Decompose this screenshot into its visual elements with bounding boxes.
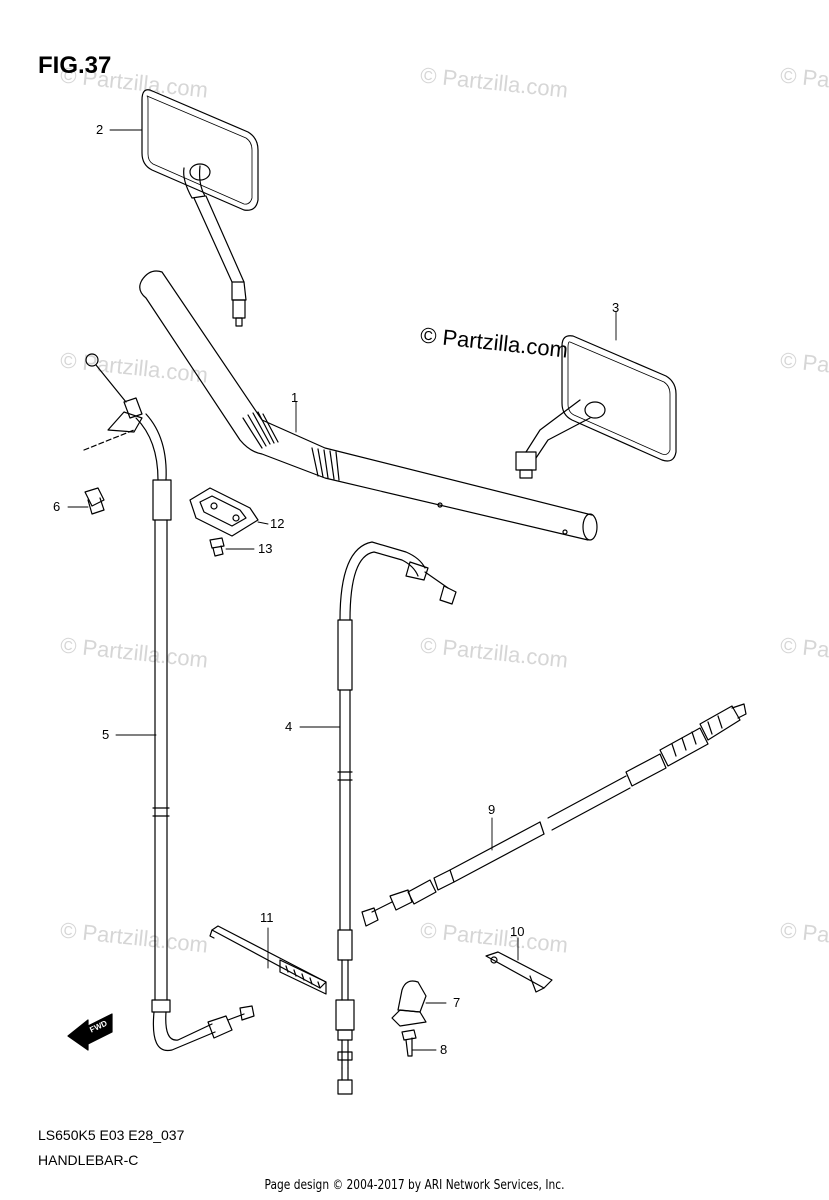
callout-1: 1 [291, 390, 299, 405]
figure-title: FIG.37 [38, 52, 112, 79]
callout-3: 3 [612, 300, 620, 315]
callout-13: 13 [258, 541, 273, 556]
part-6-screw [84, 487, 105, 515]
part-10-bracket [485, 951, 553, 993]
part-11-tie-strap [209, 925, 327, 995]
callout-2: 2 [96, 122, 104, 137]
part-3-right-mirror [515, 335, 677, 479]
part-9-cable [361, 703, 747, 927]
callout-5: 5 [102, 727, 110, 742]
callout-8: 8 [440, 1042, 448, 1057]
callout-12: 12 [270, 516, 285, 531]
model-code: LS650K5 E03 E28_037 [38, 1127, 185, 1143]
section-name: HANDLEBAR-C [38, 1152, 139, 1168]
callout-11: 11 [260, 910, 274, 925]
callout-6: 6 [53, 499, 61, 514]
part-2-left-mirror [141, 89, 259, 327]
callout-10: 10 [510, 924, 525, 939]
part-1-handlebar [139, 270, 598, 541]
part-12-clamp [189, 487, 259, 537]
part-8-screw [401, 1029, 417, 1057]
part-7-clamp [391, 980, 427, 1027]
fwd-arrow-icon: FWD [67, 1013, 113, 1051]
callout-9: 9 [488, 802, 496, 817]
part-5-cable [83, 353, 255, 1052]
page-credit: Page design © 2004-2017 by ARI Network S… [264, 1178, 565, 1193]
part-13-bolt [209, 537, 225, 557]
leader-lines [67, 129, 617, 1051]
callout-7: 7 [453, 995, 461, 1010]
callout-4: 4 [285, 719, 293, 734]
part-4-cable [335, 541, 457, 1095]
